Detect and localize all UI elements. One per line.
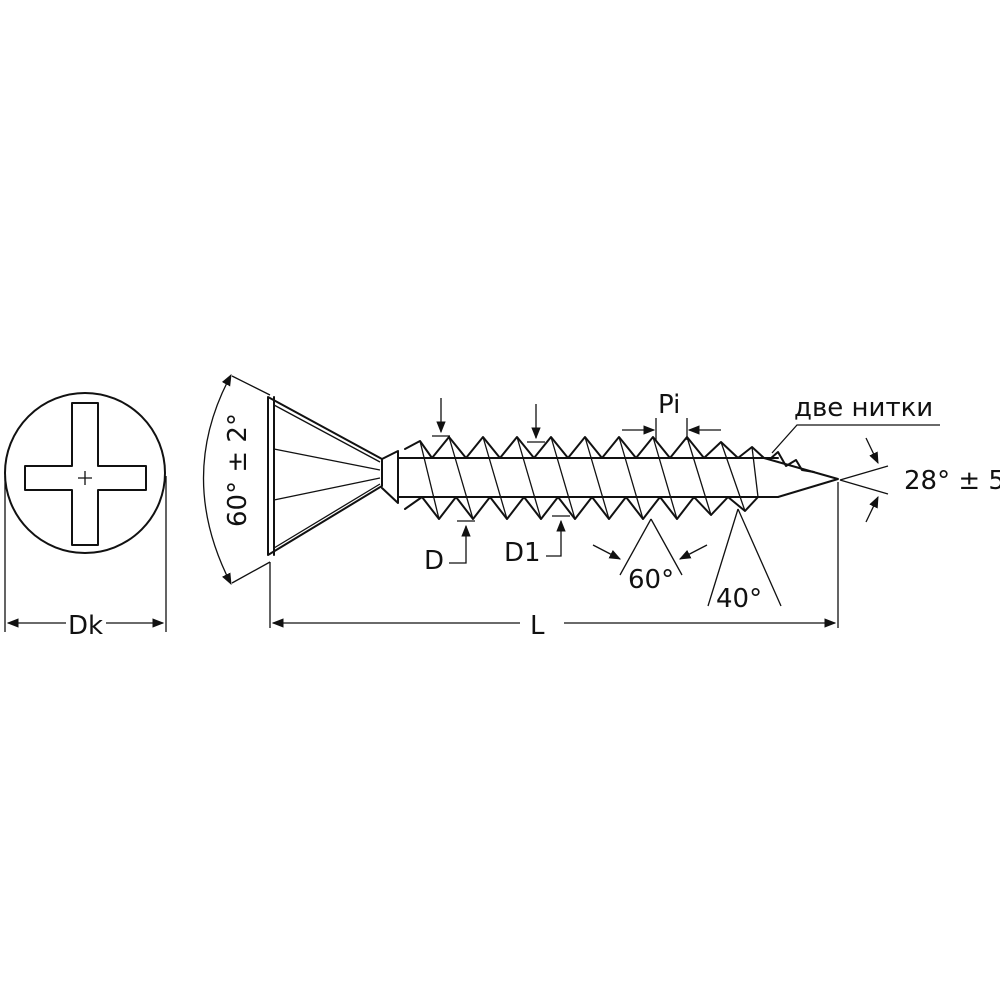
tip-angle-lines [839,465,889,495]
labels: Dk 60° ± 2° D D1 Pi две нитки 28° ± 5° 6… [68,390,1000,641]
d-label: D [424,546,444,576]
tip-angle-arrow-bottom [865,495,879,523]
center-mark [78,471,92,485]
thread-flank-lines [419,436,759,520]
length-label: L [530,611,545,641]
two-threads-label: две нитки [794,393,933,423]
pitch-extension-lines [655,418,688,440]
tip-outline [763,457,839,498]
d-leader [449,555,467,564]
thread-angle-60-label: 60° [628,565,674,595]
thread-section [397,436,779,520]
thread-angle-60-arrow-right [678,544,708,560]
tip-angle-label: 28° ± 5° [904,466,1000,496]
dk-label-bg [66,606,106,640]
tip-threads [769,451,815,473]
pitch-label: Pi [658,390,680,420]
phillips-cross-recess [24,402,147,546]
head-recess-lines [273,404,381,549]
head-angle-extensions [231,375,271,584]
dk-label: Dk [68,611,103,641]
shank [381,450,399,504]
head-angle-label: 60° ± 2° [223,413,253,527]
d1-leader [546,548,562,557]
length-label-bg [520,606,564,640]
tip-angle-arrow-top [865,437,879,465]
dimensions [202,373,940,640]
thread-crests-bottom [404,496,759,520]
head-outline-circle [4,392,166,554]
thread-angle-60-arrow-left [592,544,622,560]
countersunk-head [267,396,383,556]
head-top-view [4,392,167,640]
thread-crests-top [404,436,765,459]
d1-label: D1 [504,538,541,568]
screw-side-view [267,396,839,556]
screw-tip [763,451,839,498]
dk-extension-lines [4,476,167,632]
head-angle-arc [202,373,232,586]
thread-angle-40-lines [707,508,782,607]
two-threads-leader [771,424,940,454]
thread-angle-60-lines [619,518,683,576]
thread-angle-40-label: 40° [716,584,762,614]
length-extension-lines [269,482,839,628]
